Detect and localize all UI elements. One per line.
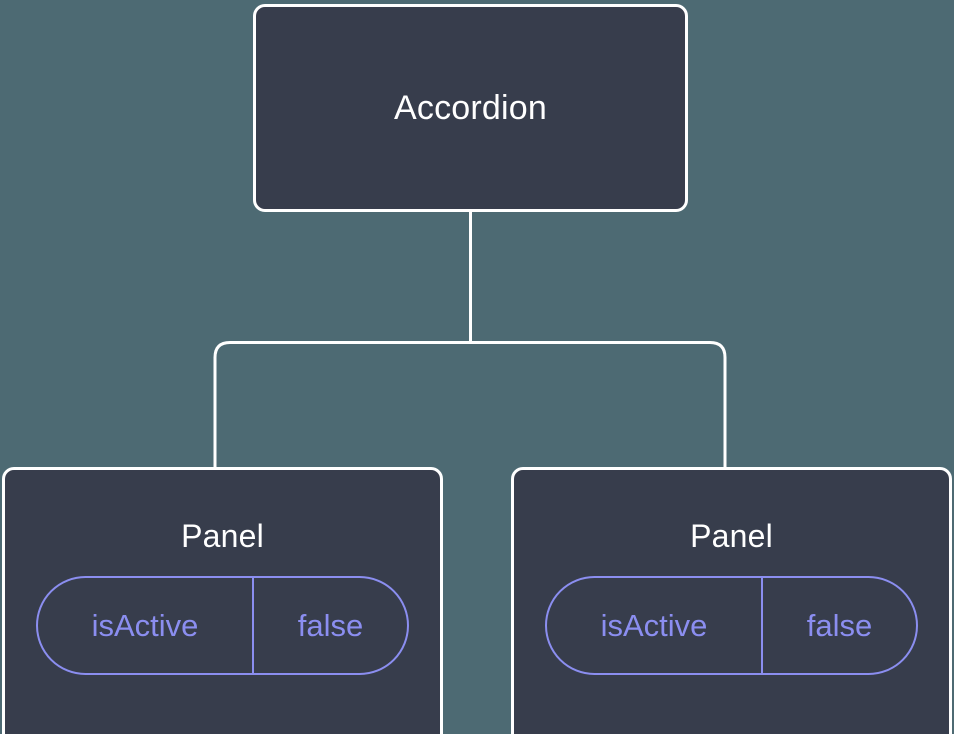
node-accordion-title: Accordion <box>394 89 547 127</box>
node-panel-1-state-value: false <box>297 608 364 643</box>
node-panel-1[interactable]: Panel isActive false <box>2 467 443 734</box>
state-pill-divider <box>761 578 763 673</box>
node-panel-1-state-key: isActive <box>91 608 199 643</box>
connector-bus-right <box>470 341 727 470</box>
node-panel-2[interactable]: Panel isActive false <box>511 467 952 734</box>
node-panel-2-state-key: isActive <box>600 608 708 643</box>
node-panel-1-title: Panel <box>181 518 264 554</box>
node-panel-2-title: Panel <box>690 518 773 554</box>
node-accordion[interactable]: Accordion <box>253 4 688 212</box>
node-panel-2-state-pill[interactable]: isActive false <box>545 576 918 675</box>
connector-bus-left <box>213 341 470 470</box>
state-pill-divider <box>252 578 254 673</box>
node-panel-2-state-value: false <box>806 608 873 643</box>
node-panel-1-state-pill[interactable]: isActive false <box>36 576 409 675</box>
